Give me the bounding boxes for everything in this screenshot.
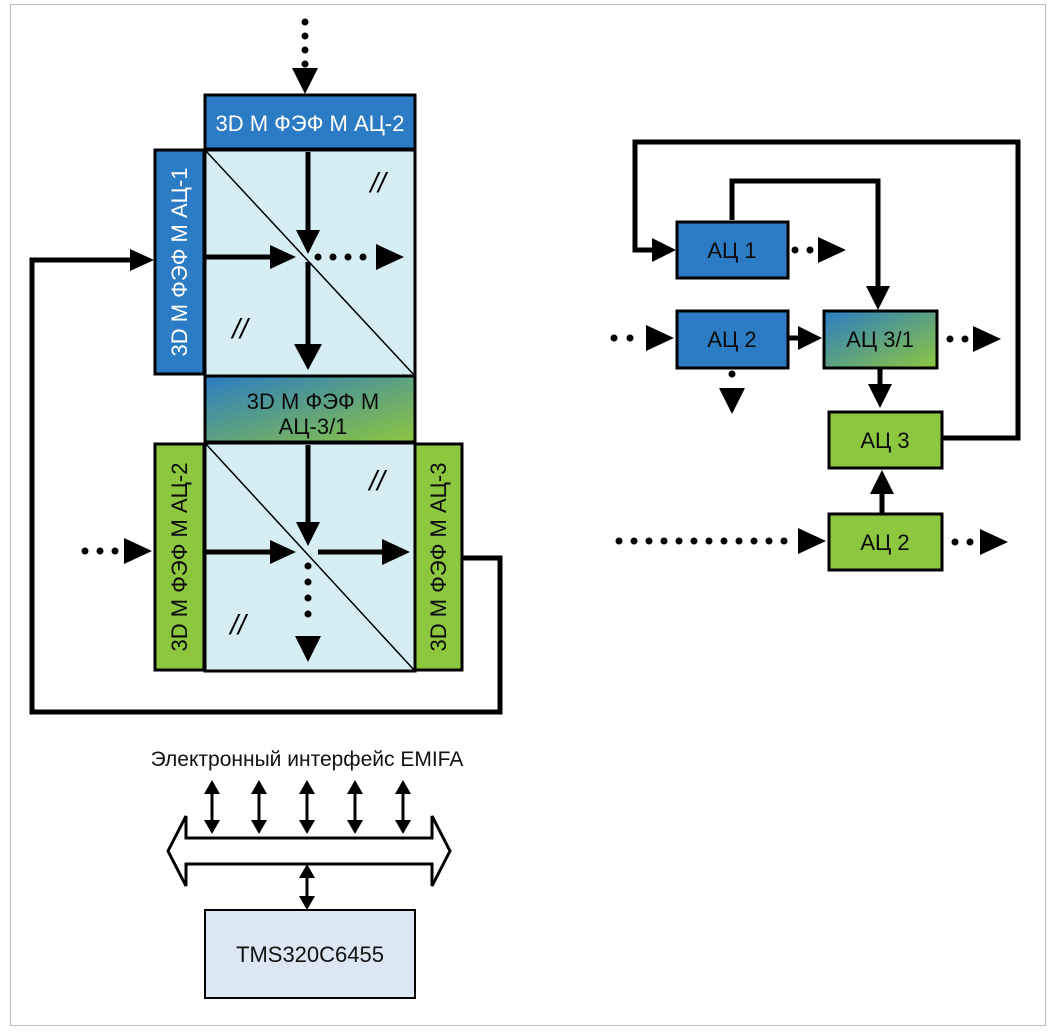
middle-block — [203, 374, 417, 444]
lower-right-block — [413, 442, 464, 672]
middle-block-label-line1: 3D М ФЭФ М — [247, 389, 379, 414]
middle-block-label-line2: АЦ-3/1 — [279, 414, 348, 439]
ac31-block — [822, 309, 939, 370]
lower-horizontal-arrowhead-in — [270, 540, 296, 564]
lower-hologram-mark-left: // — [228, 609, 249, 640]
lower-right-block-label: 3D М ФЭФ М АЦ-3 — [426, 463, 451, 652]
inner-loop-line — [729, 178, 881, 290]
ac31-to-ac3-arrowhead — [868, 384, 892, 408]
ac2-top-dotted-input-arrow — [610, 325, 674, 351]
ac31-label: АЦ 3/1 — [846, 327, 914, 352]
left-block — [153, 148, 206, 376]
upper-dotted-arrow-out — [314, 244, 404, 270]
top-input-dotted-arrow — [292, 18, 318, 94]
ac3-label: АЦ 3 — [860, 428, 909, 453]
lower-input-dotted-arrow — [81, 538, 152, 564]
feedback-arrowhead — [130, 249, 154, 271]
feedback-loop-line — [29, 257, 503, 715]
lower-left-block — [153, 442, 206, 672]
lower-vertical-arrowhead-in — [296, 522, 320, 546]
upper-vertical-arrowhead-out — [294, 344, 322, 370]
outer-loop-line — [632, 139, 1021, 441]
ac2-bottom-label: АЦ 2 — [860, 530, 909, 555]
ac2-to-ac31-arrowhead — [798, 326, 822, 350]
processor-box — [204, 909, 416, 999]
upper-vertical-arrowhead-in — [296, 230, 320, 254]
ac31-dotted-output-arrow — [946, 326, 1001, 352]
ac2-bottom-dotted-input-arrow — [615, 528, 826, 554]
lower-dotted-arrow-down — [295, 562, 321, 662]
upper-hologram-mark-left: // — [230, 313, 251, 344]
left-block-label: 3D М ФЭФ М АЦ-1 — [167, 168, 192, 357]
lower-cube-diagonal — [204, 442, 416, 672]
ac1-dotted-output-arrow — [791, 237, 846, 263]
ac2-bottom-block — [827, 512, 944, 572]
lower-hologram-mark-right: // — [367, 465, 388, 496]
lower-left-block-label: 3D М ФЭФ М АЦ-2 — [167, 463, 192, 652]
ac2-bottom-to-ac3-arrowhead — [870, 470, 894, 494]
bus-title: Электронный интерфейс EMIFA — [151, 748, 464, 771]
top-block-label: 3D М ФЭФ М АЦ-2 — [216, 111, 405, 136]
emifa-bus — [166, 815, 452, 887]
ac2-top-dotted-down-arrow — [719, 370, 745, 414]
bus-connector-arrows — [204, 780, 411, 910]
upper-hologram-mark-right: // — [368, 167, 389, 198]
lower-horizontal-arrowhead-out — [382, 539, 410, 565]
ac2-top-label: АЦ 2 — [707, 327, 756, 352]
ac2-bottom-dotted-output-arrow — [951, 529, 1008, 555]
top-block — [203, 93, 417, 151]
upper-horizontal-arrowhead-in — [270, 245, 296, 269]
processor-label: TMS320C6455 — [236, 942, 384, 967]
outer-loop-arrowhead — [652, 238, 676, 262]
ac1-label: АЦ 1 — [707, 238, 756, 263]
inner-loop-arrowhead — [866, 286, 890, 310]
ac1-block — [675, 220, 790, 280]
ac3-block — [827, 410, 944, 470]
